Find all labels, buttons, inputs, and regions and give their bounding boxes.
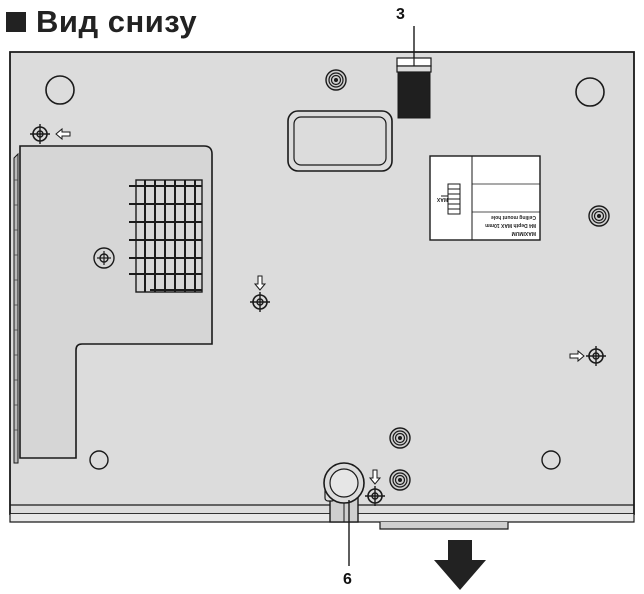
sticker-line-4: MAX <box>436 196 448 202</box>
foot-right <box>588 205 610 227</box>
crosshair-screw-icon <box>29 123 71 145</box>
sticker-line-1: MAXIMUM <box>512 230 536 236</box>
label-sticker: MAXIMUM M4 Depth MAX 10mm Ceiling mount … <box>429 155 541 241</box>
title-text: Вид снизу <box>36 4 198 39</box>
sticker-line-2: M4 Depth MAX 10mm <box>485 222 536 228</box>
crosshair-screw-icon <box>569 345 607 367</box>
hole-bottom-right <box>541 450 561 470</box>
security-slot <box>396 57 432 119</box>
callout-label-top: 3 <box>396 6 405 23</box>
hole-top-left <box>45 75 75 105</box>
crosshair-screw-icon <box>364 469 386 507</box>
hole-top-right <box>575 77 605 107</box>
vent-grille <box>129 179 203 293</box>
down-arrow-icon <box>434 540 486 590</box>
foot-top <box>325 69 347 91</box>
adjustable-foot <box>323 462 365 523</box>
callout-label-bottom: 6 <box>343 571 352 588</box>
foot-bottom-center-lower <box>389 469 411 491</box>
sticker-line-3: Ceiling mount hole <box>491 214 536 220</box>
filled-square-icon <box>6 12 26 32</box>
foot-bottom-center-upper <box>389 427 411 449</box>
crosshair-screw-icon <box>249 275 271 313</box>
page-title: Вид снизу <box>6 4 197 40</box>
hole-bottom-left <box>89 450 109 470</box>
